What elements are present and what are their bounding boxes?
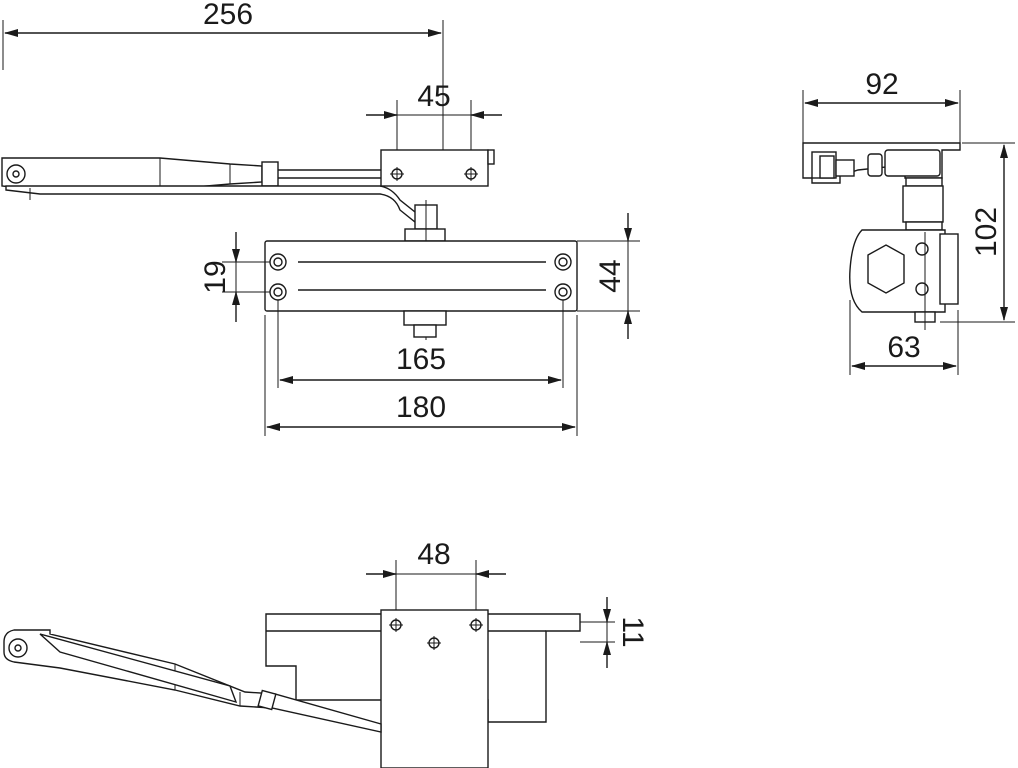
dim-19: 19	[199, 232, 270, 322]
top-view: 256 45	[1, 0, 640, 436]
dim-48-label: 48	[417, 538, 450, 571]
dim-63-label: 63	[887, 331, 920, 364]
dim-102-label: 102	[970, 207, 1003, 257]
dim-44: 44	[577, 213, 640, 339]
dim-11: 11	[580, 597, 649, 668]
dim-102: 102	[940, 142, 1015, 323]
dim-180: 180	[264, 315, 578, 436]
side-spindle	[902, 177, 944, 231]
dim-63: 63	[849, 300, 959, 375]
bottom-arms	[3, 629, 382, 733]
side-body	[849, 229, 959, 330]
main-arm	[1, 157, 381, 191]
closer-body-top	[264, 240, 578, 338]
connecting-arm	[5, 185, 421, 223]
side-view: 92	[802, 68, 1015, 375]
dim-48: 48	[366, 538, 506, 628]
dim-11-label: 11	[616, 616, 649, 647]
bottom-view: 48	[3, 538, 649, 768]
dim-180-label: 180	[396, 391, 446, 424]
side-arm	[802, 142, 961, 184]
dim-92: 92	[802, 68, 961, 160]
dim-92-label: 92	[865, 68, 898, 101]
hex-spindle-icon	[867, 244, 905, 294]
dim-45: 45	[366, 80, 502, 172]
dim-256-label: 256	[203, 0, 253, 31]
dim-45-label: 45	[417, 80, 450, 113]
dim-44-label: 44	[594, 259, 627, 292]
dim-165-label: 165	[396, 343, 446, 376]
dim-256: 256	[2, 0, 444, 175]
dim-165: 165	[277, 300, 564, 388]
arm-shoe	[380, 149, 495, 187]
bottom-shoe	[380, 609, 489, 768]
dim-19-label: 19	[199, 260, 232, 293]
